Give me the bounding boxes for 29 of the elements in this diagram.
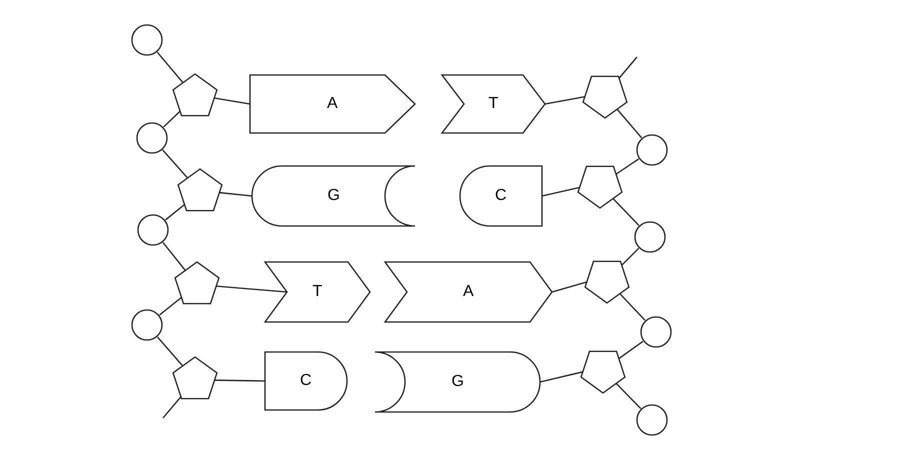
connector-line bbox=[618, 340, 644, 360]
base-letter: C bbox=[300, 372, 312, 390]
base-letter: T bbox=[312, 283, 322, 301]
connector-line bbox=[156, 52, 184, 83]
connector-line bbox=[620, 248, 640, 268]
base-letter: G bbox=[452, 373, 464, 391]
connector-line bbox=[552, 281, 588, 293]
connector-line bbox=[616, 109, 642, 138]
connector-line bbox=[218, 192, 252, 197]
connector-line bbox=[616, 383, 642, 410]
connector-line bbox=[620, 293, 646, 321]
connector-line bbox=[157, 336, 183, 366]
base-letter: T bbox=[488, 95, 498, 113]
connector-line bbox=[544, 96, 586, 105]
base-letter: G bbox=[328, 187, 340, 205]
base-letter: C bbox=[495, 187, 507, 205]
connector-line bbox=[540, 370, 584, 383]
connector-line bbox=[615, 158, 640, 175]
connector-line bbox=[159, 296, 183, 316]
connector-line bbox=[165, 203, 186, 220]
base-letter: A bbox=[327, 95, 338, 113]
connector-line bbox=[214, 380, 266, 382]
connector-line bbox=[162, 242, 186, 271]
base-letter: A bbox=[463, 283, 474, 301]
connector-line bbox=[216, 285, 288, 293]
connector-line bbox=[612, 198, 640, 226]
connector-line bbox=[163, 110, 182, 128]
connector-line bbox=[214, 97, 250, 105]
connector-line bbox=[162, 150, 188, 178]
